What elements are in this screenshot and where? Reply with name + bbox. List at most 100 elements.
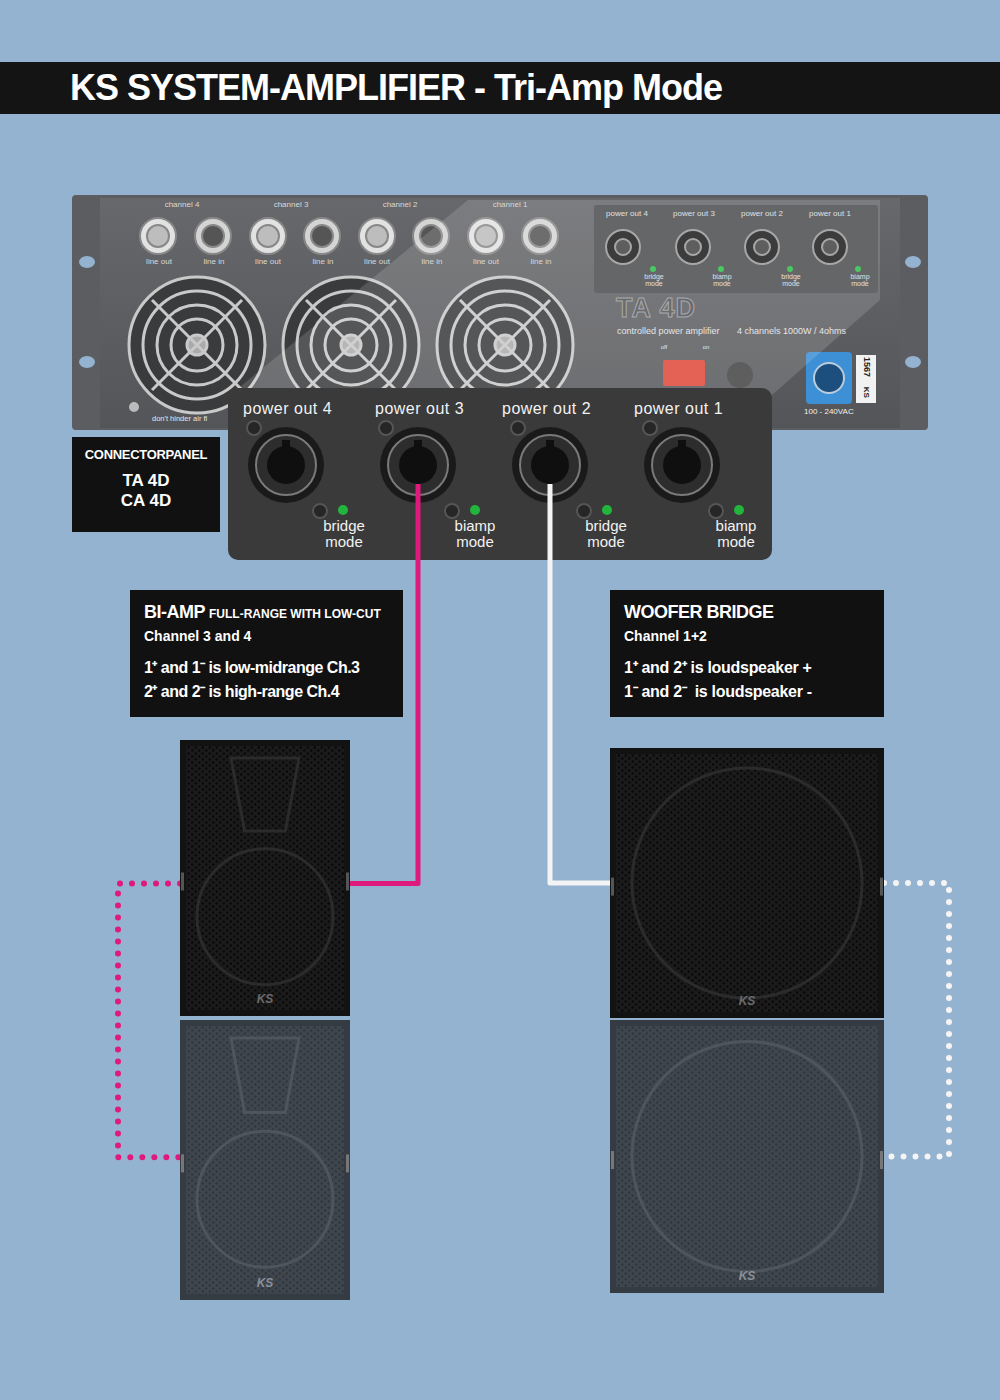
speaker-grille bbox=[610, 748, 884, 1018]
connector-label: line in bbox=[531, 258, 552, 267]
handle bbox=[611, 1151, 614, 1169]
callout-text: 1⁺ and 2⁺ is loudspeaker + bbox=[624, 658, 870, 677]
dotted-link bbox=[884, 883, 949, 1157]
mode-label: biamp mode bbox=[716, 518, 757, 550]
speakon-key bbox=[282, 440, 290, 450]
page-title: KS SYSTEM-AMPLIFIER - Tri-Amp Mode bbox=[70, 68, 722, 108]
connector-label: power out 1 bbox=[809, 210, 851, 219]
connector-label: biamp mode bbox=[850, 273, 869, 287]
panel-marking: TA 4D bbox=[616, 294, 696, 324]
connector-label: power out 3 bbox=[673, 210, 715, 219]
panel-marking: 4 channels 1000W / 4ohms bbox=[737, 327, 846, 337]
connector-label: power out 4 bbox=[606, 210, 648, 219]
speakon-core bbox=[267, 446, 305, 484]
status-led bbox=[338, 505, 348, 515]
speaker-cabinet bbox=[180, 740, 350, 1016]
status-led bbox=[602, 505, 612, 515]
connector-label: line out bbox=[364, 258, 390, 267]
handle bbox=[611, 878, 614, 896]
speakon-core bbox=[531, 446, 569, 484]
speakon-key bbox=[414, 440, 422, 450]
callout-text: FULL-RANGE WITH LOW-CUT bbox=[209, 607, 381, 621]
grille-mesh bbox=[616, 754, 878, 1012]
speakon-key bbox=[546, 440, 554, 450]
connector-label: bridge mode bbox=[644, 273, 663, 287]
horn-outline bbox=[231, 1038, 299, 1112]
panel-marking: 100 - 240VAC bbox=[804, 408, 854, 417]
screw bbox=[129, 402, 139, 412]
status-led bbox=[470, 505, 480, 515]
speaker-cabinet bbox=[610, 1020, 884, 1293]
brand-logo: KS bbox=[257, 993, 274, 1006]
connector-label: bridge mode bbox=[781, 273, 800, 287]
speaker-grille bbox=[180, 1020, 350, 1300]
mode-label: bridge mode bbox=[323, 518, 365, 550]
horn-outline bbox=[231, 758, 299, 831]
rack-slot bbox=[905, 256, 921, 268]
speakon-key bbox=[678, 440, 686, 450]
callout-text: 1⁻ and 2⁻ is loudspeaker - bbox=[624, 682, 870, 701]
speaker-cabinet bbox=[610, 748, 884, 1018]
callout-text: Channel 3 and 4 bbox=[144, 628, 389, 645]
speaker-cabinet bbox=[180, 1020, 350, 1300]
screw bbox=[379, 421, 393, 435]
callout-text: Channel 1+2 bbox=[624, 628, 870, 645]
subwoofer-cabinet: KS bbox=[610, 748, 884, 1018]
callout-text: TA 4D bbox=[80, 471, 212, 491]
speakon-core bbox=[663, 446, 701, 484]
panel-marking: KS bbox=[862, 387, 871, 398]
subwoofer-cabinet: KS bbox=[610, 1020, 884, 1293]
screw bbox=[643, 421, 657, 435]
panel-marking: 1567 bbox=[861, 357, 871, 377]
brand-logo: KS bbox=[739, 1270, 756, 1283]
callout-box: WOOFER BRIDGE Channel 1+2 1⁺ and 2⁺ is lou… bbox=[610, 590, 884, 717]
screw bbox=[577, 504, 591, 518]
screw bbox=[313, 504, 327, 518]
output-label: power out 3 bbox=[375, 400, 464, 418]
speakon-ring bbox=[652, 435, 712, 495]
woofer-outline bbox=[197, 1131, 333, 1267]
serial-sticker bbox=[856, 355, 876, 403]
brand-logo: KS bbox=[739, 995, 756, 1008]
callout-text: 1⁺ and 1⁻ is low-midrange Ch.3 bbox=[144, 658, 389, 677]
grille-mesh bbox=[186, 746, 344, 1010]
dotted-link bbox=[118, 884, 180, 1158]
woofer-outline bbox=[632, 1041, 862, 1271]
screw bbox=[709, 504, 723, 518]
speaker-cabinet: KS bbox=[180, 740, 350, 1016]
connector-label: line out bbox=[255, 258, 281, 267]
speakon-ring bbox=[256, 435, 316, 495]
rack-slot bbox=[79, 356, 95, 368]
speakon-body bbox=[644, 427, 720, 503]
handle bbox=[880, 878, 883, 896]
brand-logo: KS bbox=[257, 1277, 274, 1290]
output-label: power out 2 bbox=[502, 400, 591, 418]
connector-label: line in bbox=[422, 258, 443, 267]
connector-label: line out bbox=[473, 258, 499, 267]
callout-text: 2⁺ and 2⁻ is high-range Ch.4 bbox=[144, 682, 389, 701]
connector-label: line out bbox=[146, 258, 172, 267]
cable-stub bbox=[416, 484, 421, 560]
speaker-grille bbox=[610, 1020, 884, 1293]
panel-plate bbox=[228, 388, 772, 560]
handle bbox=[181, 1154, 184, 1172]
callout-heading: WOOFER BRIDGE bbox=[624, 602, 870, 624]
woofer-outline bbox=[197, 849, 333, 985]
status-led bbox=[734, 505, 744, 515]
screw bbox=[511, 421, 525, 435]
callout-heading: CONNECTORPANEL bbox=[80, 447, 212, 463]
speaker-grille bbox=[180, 740, 350, 1016]
panel-marking: off bbox=[661, 344, 668, 351]
handle bbox=[181, 872, 184, 890]
output-label: power out 1 bbox=[634, 400, 723, 418]
screw bbox=[445, 504, 459, 518]
connector-label: biamp mode bbox=[712, 273, 731, 287]
grille-mesh bbox=[616, 1026, 878, 1287]
speakon-body bbox=[248, 427, 324, 503]
power-inlet-socket bbox=[814, 363, 844, 393]
zoom-highlight bbox=[230, 200, 880, 395]
callout-heading: BI-AMP bbox=[144, 602, 205, 622]
output-label: power out 4 bbox=[243, 400, 332, 418]
rack-slot bbox=[905, 356, 921, 368]
